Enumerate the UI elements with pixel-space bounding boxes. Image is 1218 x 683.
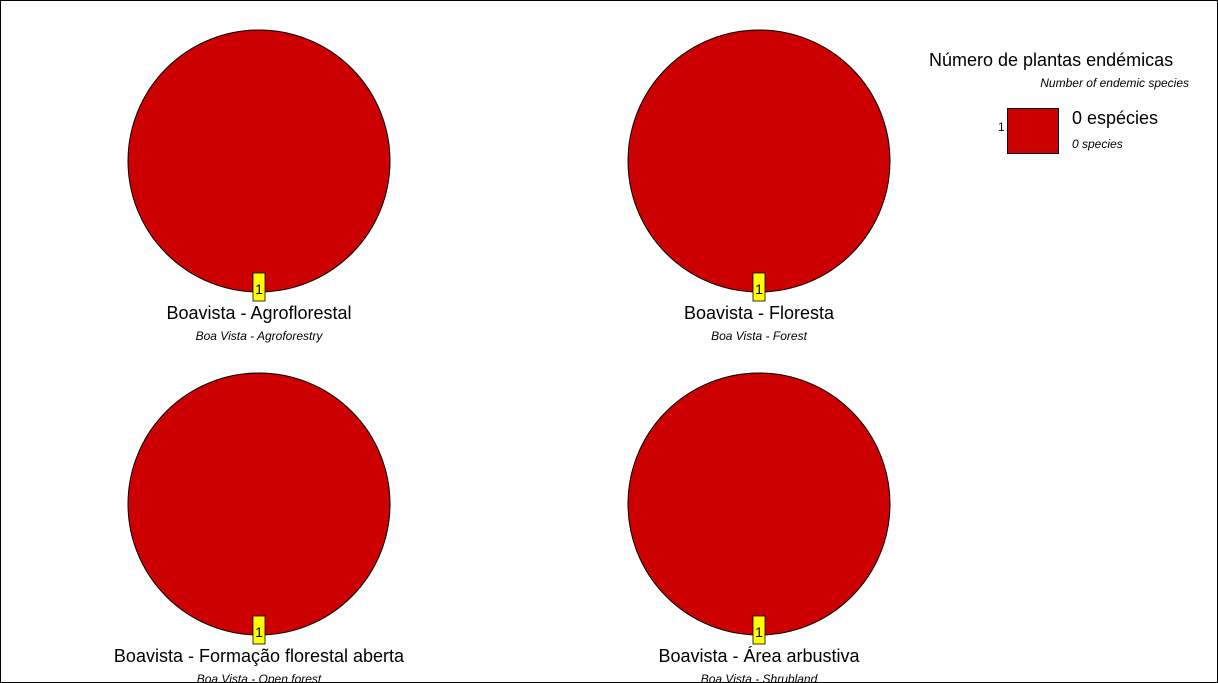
- pie-title: Boavista - Agroflorestal: [166, 303, 351, 323]
- pie-title: Boavista - Formação florestal aberta: [114, 646, 405, 666]
- pie-subtitle: Boa Vista - Open forest: [197, 672, 322, 683]
- legend: Número de plantas endémicas Number of en…: [929, 50, 1217, 158]
- count-label: 1: [755, 624, 763, 640]
- legend-item: 1 0 espécies 0 species: [929, 98, 1217, 158]
- count-label-box: [252, 272, 266, 302]
- count-label: 1: [255, 624, 263, 640]
- legend-item-sublabel: 0 species: [1072, 137, 1123, 151]
- count-label-box: [252, 615, 266, 645]
- legend-subtitle: Number of endemic species: [1040, 76, 1189, 90]
- pie-subtitle: Boa Vista - Agroforestry: [196, 329, 324, 343]
- pie-slice: [627, 372, 891, 636]
- count-label-box: [752, 272, 766, 302]
- pie-title: Boavista - Área arbustiva: [658, 646, 860, 666]
- legend-title: Número de plantas endémicas: [929, 50, 1174, 70]
- pie-slice: [127, 372, 391, 636]
- legend-item-index: 1: [998, 120, 1005, 134]
- count-label: 1: [255, 281, 263, 297]
- pie-slice: [627, 29, 891, 293]
- count-label-box: [752, 615, 766, 645]
- legend-item-label: 0 espécies: [1072, 108, 1159, 128]
- legend-swatch: [1007, 108, 1059, 154]
- pie-slice: [127, 29, 391, 293]
- pie-title: Boavista - Floresta: [684, 303, 835, 323]
- count-label: 1: [755, 281, 763, 297]
- pie-subtitle: Boa Vista - Shrubland: [701, 672, 818, 683]
- pie-subtitle: Boa Vista - Forest: [711, 329, 807, 343]
